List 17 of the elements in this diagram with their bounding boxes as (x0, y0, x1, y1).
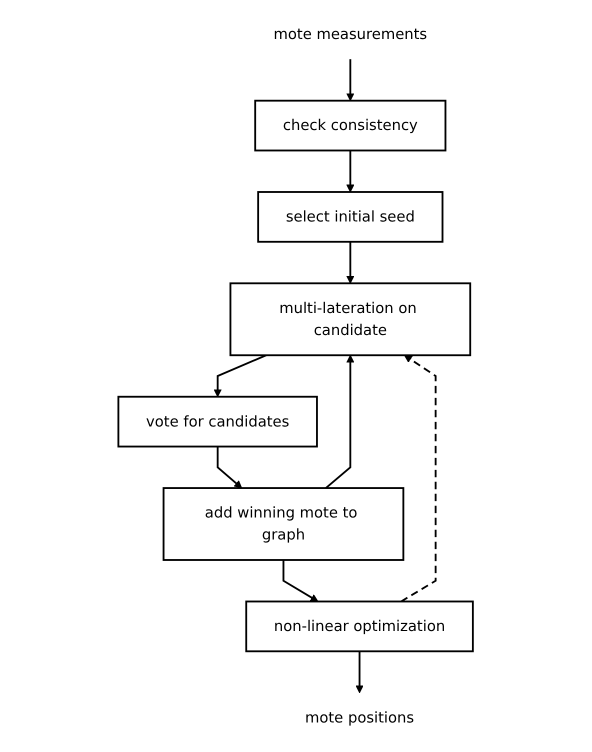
node-box: add winning mote to graph (163, 487, 405, 561)
arrow (346, 59, 355, 102)
arrow (346, 242, 355, 284)
arrow (400, 354, 437, 602)
arrow (326, 354, 355, 489)
arrow (214, 354, 267, 398)
arrow (356, 651, 364, 694)
node-text: mote measurements (274, 25, 428, 43)
node-text: mote positions (305, 708, 414, 726)
arrow (282, 560, 319, 602)
node-box: check consistency (254, 100, 447, 152)
arrow (346, 150, 355, 192)
arrow (217, 446, 242, 488)
node-box: multi-lateration on candidate (230, 282, 472, 356)
node-box: select initial seed (258, 191, 444, 243)
node-box: non-linear optimization (246, 600, 474, 652)
node-box: vote for candidates (118, 396, 318, 448)
